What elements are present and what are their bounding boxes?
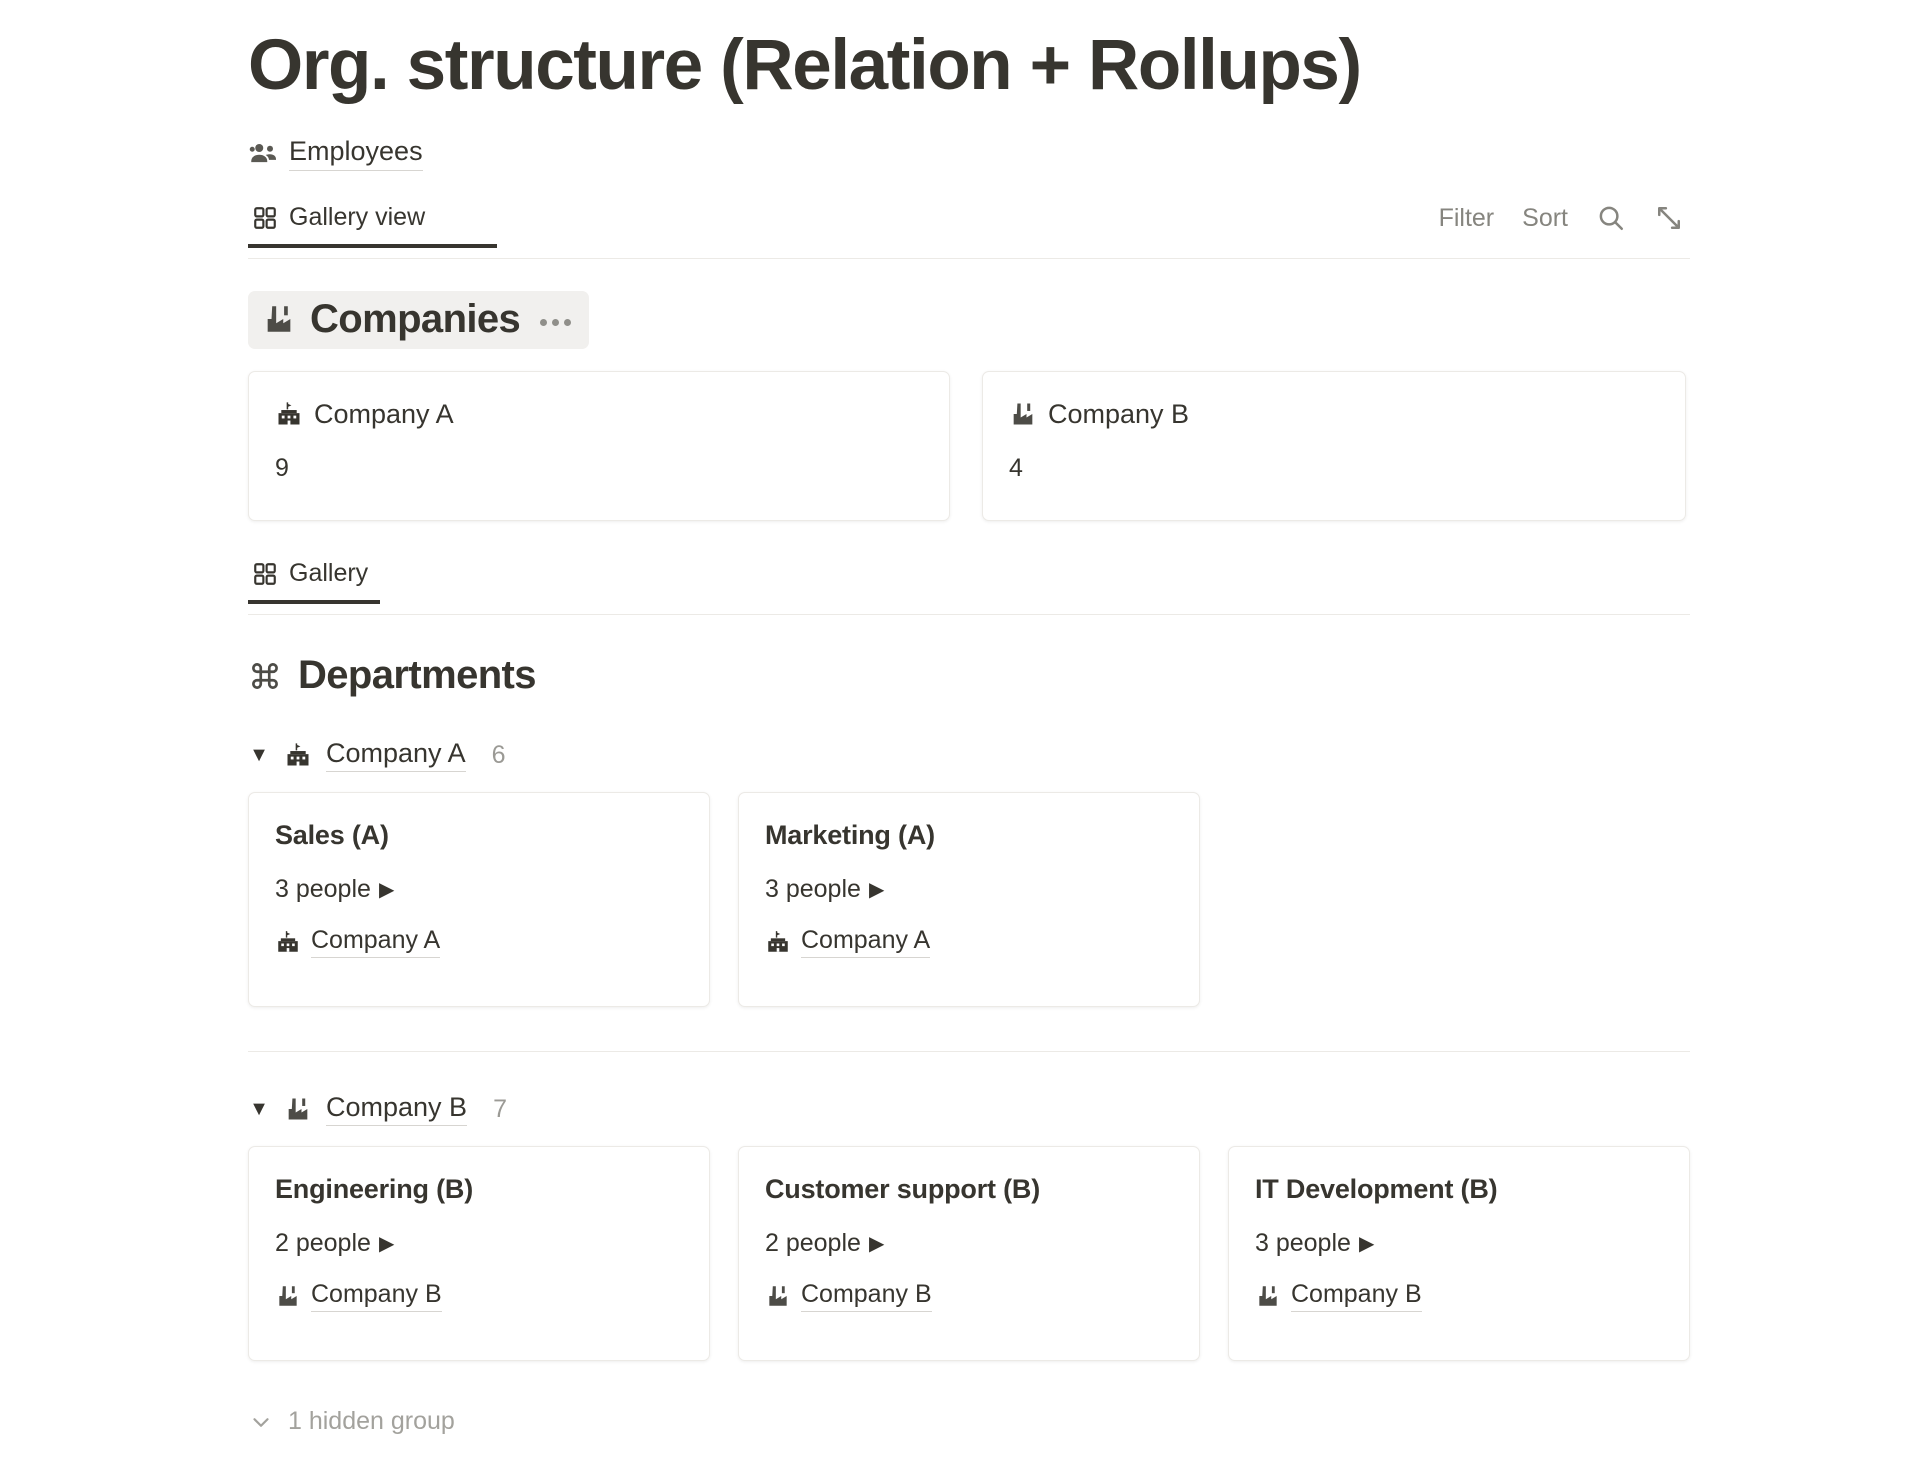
department-card-people: 3 people ▶ — [765, 875, 1175, 904]
company-card-rollup: 4 — [1009, 454, 1661, 483]
department-card-relation-label: Company A — [311, 926, 441, 959]
company-card-rollup-value: 4 — [1009, 454, 1023, 483]
ellipsis-icon[interactable] — [540, 318, 572, 326]
department-card[interactable]: Customer support (B) 2 people ▶ Company … — [738, 1146, 1200, 1362]
department-card[interactable]: Engineering (B) 2 people ▶ Company B — [248, 1146, 710, 1362]
company-card-title-row: Company B — [1009, 398, 1661, 430]
departments-section-heading: Departments — [248, 653, 1690, 698]
group-name-label: Company B — [326, 1092, 468, 1127]
school-building-icon — [275, 400, 303, 428]
view-actions: Filter Sort — [1439, 203, 1690, 245]
company-card-rollup: 9 — [275, 454, 925, 483]
company-card[interactable]: Company B 4 — [982, 371, 1686, 522]
group-count: 7 — [493, 1094, 507, 1123]
company-card[interactable]: Company A 9 — [248, 371, 950, 522]
department-card-people-count: 3 people — [765, 875, 861, 904]
source-database-link[interactable]: Employees — [248, 135, 1690, 172]
department-card-title: IT Development (B) — [1255, 1174, 1498, 1205]
sort-button[interactable]: Sort — [1522, 203, 1568, 232]
department-card-relation-label: Company B — [1291, 1280, 1422, 1313]
gallery-grid-icon — [252, 205, 278, 231]
caret-right-icon[interactable]: ▶ — [868, 878, 885, 901]
search-icon[interactable] — [1596, 203, 1626, 233]
department-card[interactable]: Marketing (A) 3 people ▶ — [738, 792, 1200, 1008]
view-tabbar: Gallery view Filter Sort — [248, 203, 1690, 260]
department-card-people-count: 3 people — [1255, 1229, 1351, 1258]
caret-down-icon[interactable]: ▼ — [249, 1097, 269, 1120]
department-card-relation[interactable]: Company A — [765, 926, 1175, 959]
department-card-title: Customer support (B) — [765, 1174, 1040, 1205]
company-card-rollup-value: 9 — [275, 454, 289, 483]
factory-icon — [262, 302, 296, 336]
department-card-relation[interactable]: Company B — [765, 1280, 1175, 1313]
department-card-grid-company-b: Engineering (B) 2 people ▶ Company B — [248, 1146, 1690, 1362]
group-count: 6 — [491, 740, 506, 769]
tab-gallery[interactable]: Gallery — [248, 559, 381, 604]
company-card-title: Company A — [314, 399, 454, 430]
department-card-relation[interactable]: Company B — [275, 1280, 685, 1313]
department-card-relation-label: Company B — [311, 1280, 442, 1313]
school-building-icon — [765, 929, 791, 955]
caret-right-icon[interactable]: ▶ — [1358, 1232, 1375, 1255]
department-card-people: 3 people ▶ — [1255, 1229, 1665, 1258]
department-card-people-count: 3 people — [275, 875, 371, 904]
page-content: Org. structure (Relation + Rollups) Empl… — [248, 0, 1690, 1436]
department-card-people-count: 2 people — [765, 1229, 861, 1258]
hidden-group-toggle[interactable]: 1 hidden group — [248, 1407, 1690, 1436]
caret-right-icon[interactable]: ▶ — [868, 1232, 885, 1255]
factory-icon — [284, 1095, 312, 1123]
school-building-icon — [275, 929, 301, 955]
factory-icon — [1255, 1283, 1281, 1309]
group-header-company-b[interactable]: ▼ Company B 7 — [248, 1092, 1690, 1127]
factory-icon — [765, 1283, 791, 1309]
department-card-title: Engineering (B) — [275, 1174, 473, 1205]
department-card-relation-label: Company A — [801, 926, 931, 959]
department-card-people-count: 2 people — [275, 1229, 371, 1258]
department-card-grid-company-a: Sales (A) 3 people ▶ — [248, 792, 1690, 1008]
hidden-group-label: 1 hidden group — [288, 1407, 455, 1436]
tab-gallery-view[interactable]: Gallery view — [248, 203, 498, 248]
command-loop-icon — [248, 659, 282, 693]
companies-section-heading[interactable]: Companies — [248, 291, 590, 350]
companies-section-label: Companies — [310, 297, 521, 342]
department-card-relation[interactable]: Company A — [275, 926, 685, 959]
source-database-label: Employees — [289, 135, 423, 172]
tab-gallery-view-label: Gallery view — [289, 203, 426, 232]
company-card-title: Company B — [1048, 399, 1190, 430]
factory-icon — [1009, 400, 1037, 428]
department-card-relation-label: Company B — [801, 1280, 932, 1313]
chevron-down-icon — [248, 1409, 274, 1435]
caret-right-icon[interactable]: ▶ — [378, 878, 395, 901]
companies-card-grid: Company A 9 Company B 4 — [248, 371, 1690, 522]
school-building-icon — [284, 741, 312, 769]
people-group-icon — [248, 138, 278, 168]
department-card-people: 2 people ▶ — [275, 1229, 685, 1258]
group-name-label: Company A — [326, 738, 466, 773]
caret-right-icon[interactable]: ▶ — [378, 1232, 395, 1255]
caret-down-icon[interactable]: ▼ — [249, 743, 269, 766]
department-card-people: 3 people ▶ — [275, 875, 685, 904]
tab-gallery-label: Gallery — [289, 559, 369, 588]
department-card-title: Sales (A) — [275, 820, 389, 851]
department-card[interactable]: IT Development (B) 3 people ▶ Company B — [1228, 1146, 1690, 1362]
department-card[interactable]: Sales (A) 3 people ▶ — [248, 792, 710, 1008]
expand-arrows-icon[interactable] — [1654, 203, 1684, 233]
company-card-title-row: Company A — [275, 398, 925, 430]
department-card-relation[interactable]: Company B — [1255, 1280, 1665, 1313]
group-header-company-a[interactable]: ▼ Company A 6 — [248, 738, 1690, 773]
department-card-title: Marketing (A) — [765, 820, 935, 851]
factory-icon — [275, 1283, 301, 1309]
gallery-tabbar: Gallery — [248, 559, 1690, 616]
department-card-people: 2 people ▶ — [765, 1229, 1175, 1258]
gallery-grid-icon — [252, 561, 278, 587]
departments-section-label: Departments — [298, 653, 537, 698]
group-divider — [248, 1051, 1690, 1053]
filter-button[interactable]: Filter — [1438, 203, 1495, 232]
page-title: Org. structure (Relation + Rollups) — [248, 26, 1362, 105]
